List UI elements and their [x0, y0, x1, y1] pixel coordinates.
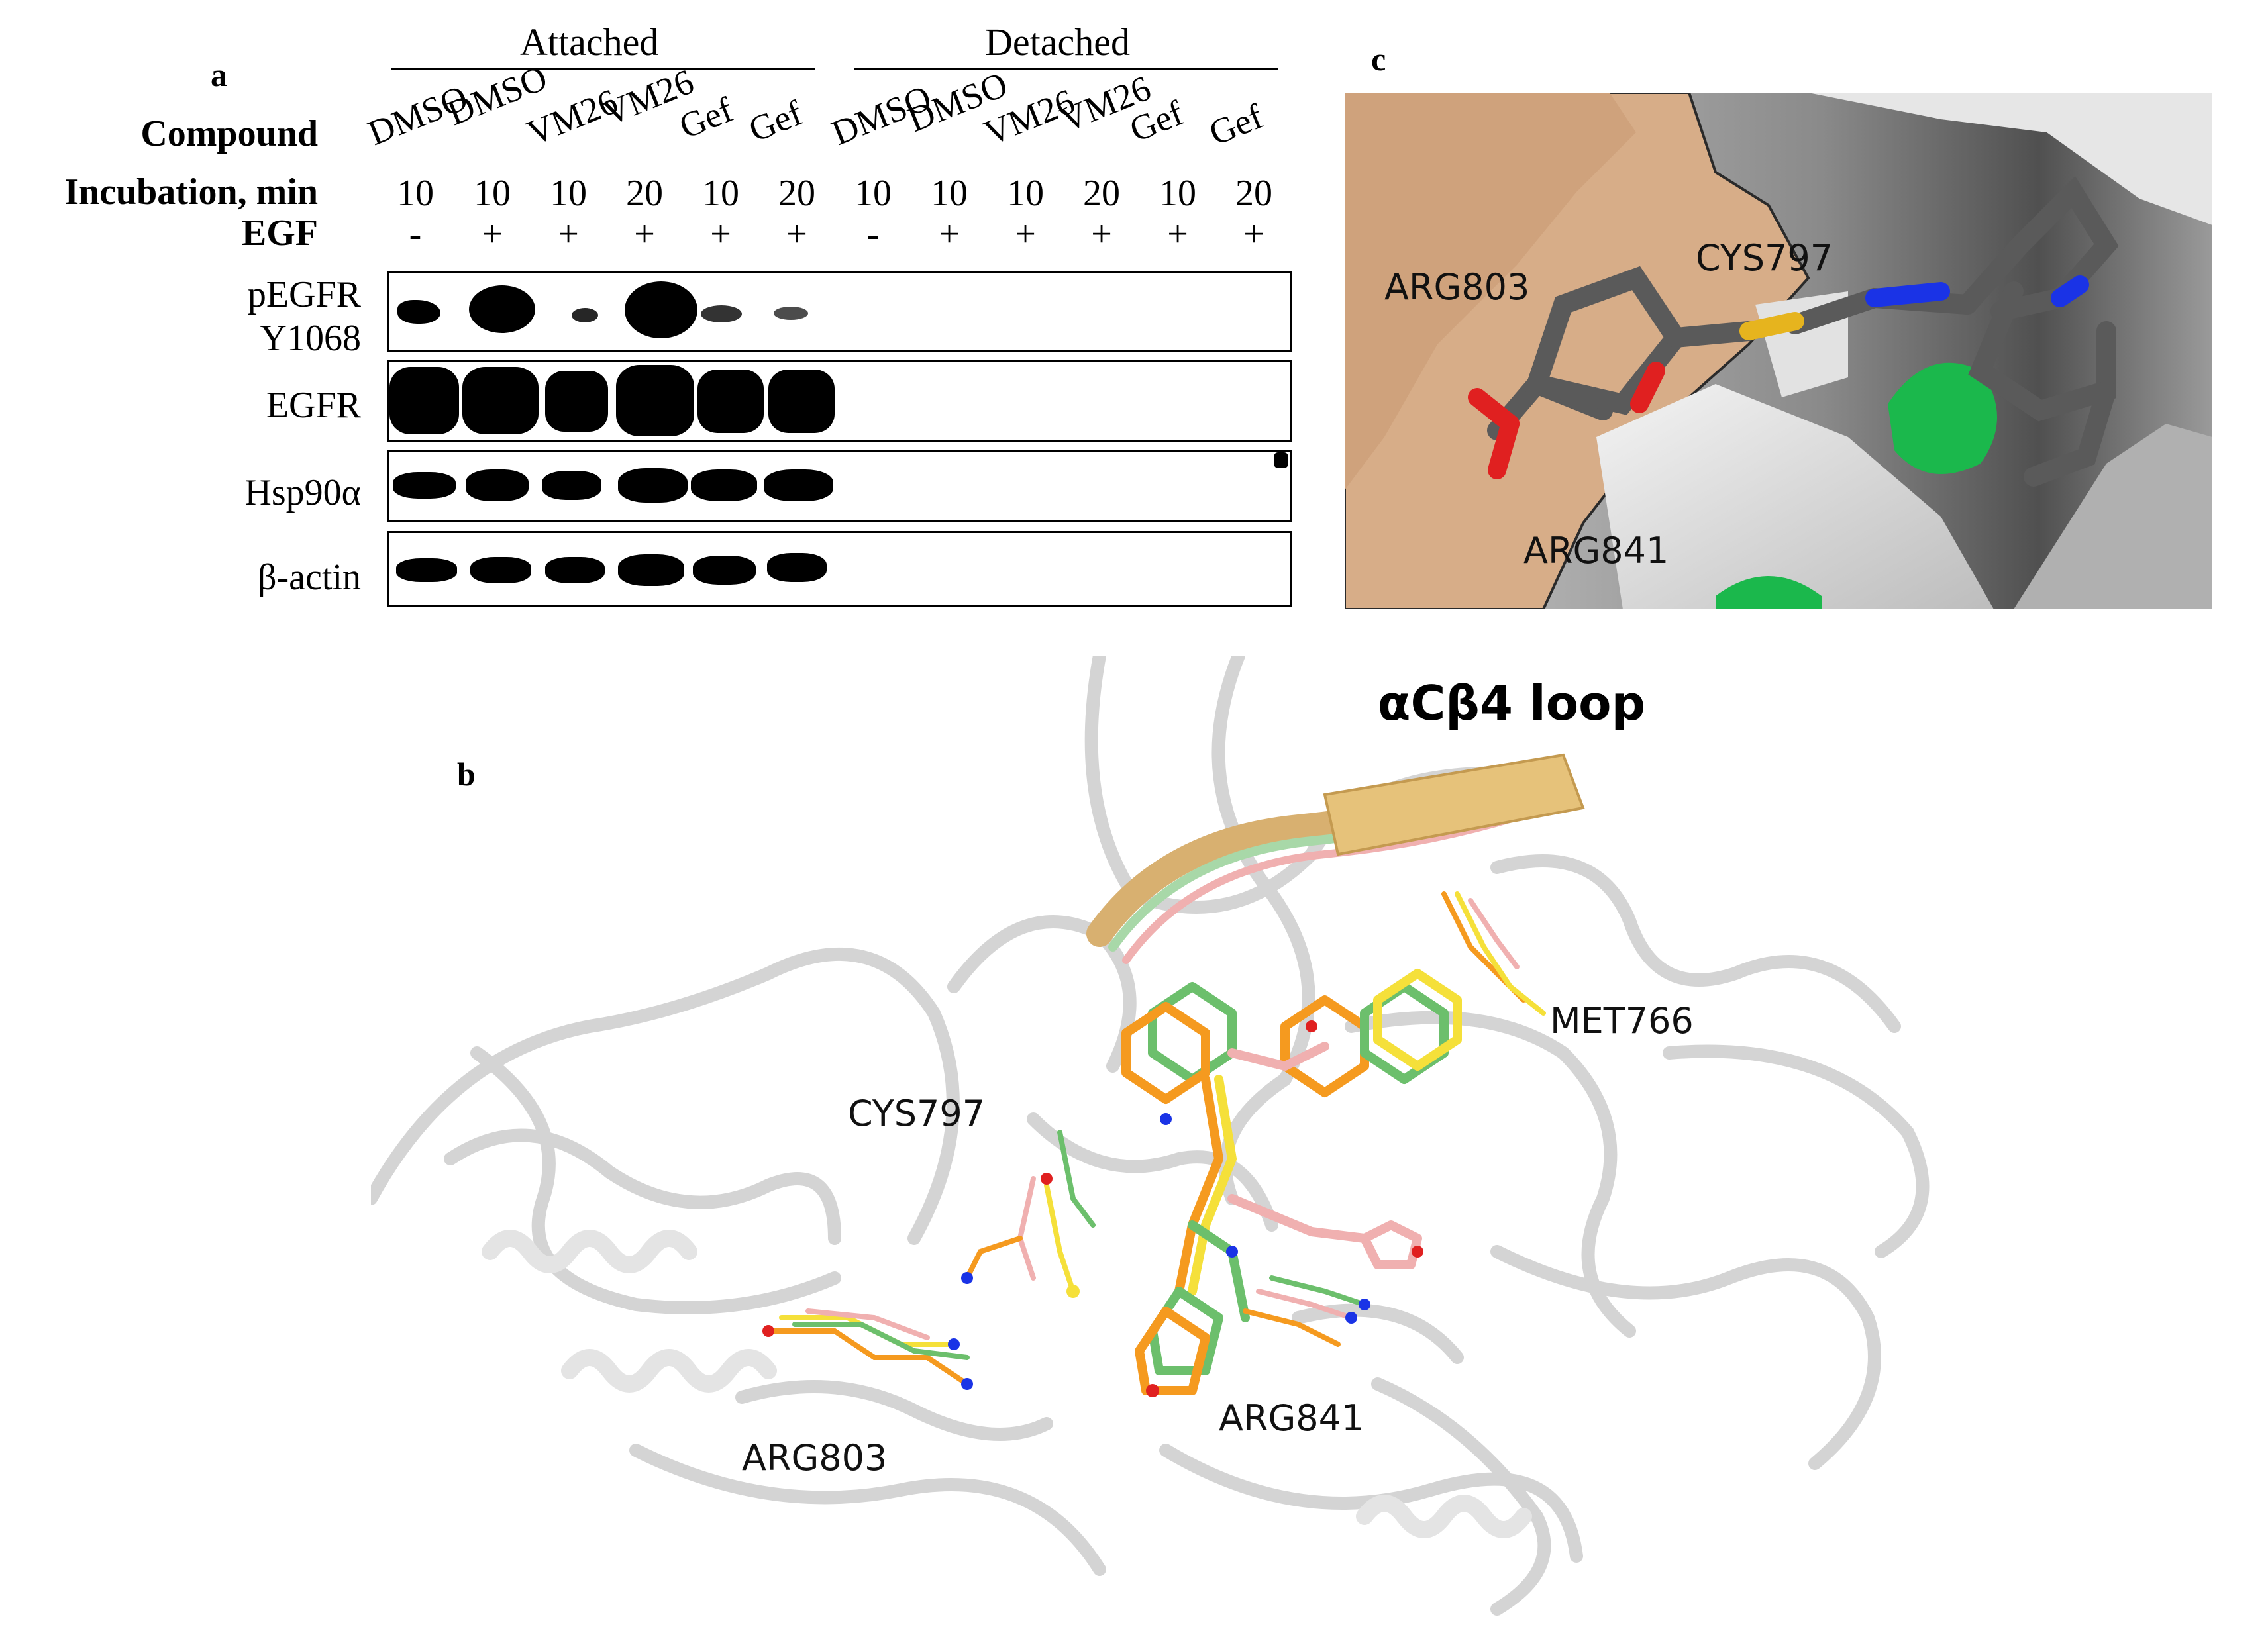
- incubation-value: 10: [854, 173, 892, 214]
- egf-row-label: EGF: [241, 213, 318, 254]
- egf-sign: -: [409, 214, 422, 255]
- egf-sign: +: [634, 214, 655, 255]
- incubation-value: 20: [778, 173, 815, 214]
- egf-sign: +: [1243, 214, 1264, 255]
- egf-sign: +: [939, 214, 960, 255]
- group-detached-label: Detached: [985, 21, 1130, 64]
- egf-sign: +: [558, 214, 579, 255]
- residue-label-arg841: ARG841: [1219, 1397, 1365, 1439]
- incubation-value: 20: [626, 173, 663, 214]
- group-attached-label: Attached: [520, 21, 659, 64]
- incubation-value: 10: [550, 173, 587, 214]
- ribbon-render: [364, 649, 1930, 1616]
- egf-sign: +: [482, 214, 503, 255]
- compound-row-label: Compound: [140, 113, 318, 154]
- incubation-value: 10: [397, 173, 434, 214]
- panel-c-letter: c: [1371, 40, 1386, 77]
- incubation-value: 20: [1083, 173, 1120, 214]
- surface-label-cys797: CYS797: [1696, 237, 1833, 279]
- egf-sign: +: [1167, 214, 1188, 255]
- blot-egfr: [387, 360, 1292, 442]
- incubation-row-label: Incubation, min: [64, 172, 318, 213]
- blot-label-pegfr: pEGFR Y1068: [247, 274, 361, 359]
- blot-hsp90: [387, 450, 1292, 522]
- egf-sign: +: [786, 214, 807, 255]
- surface-label-arg841: ARG841: [1523, 530, 1669, 571]
- compound-label: Gef: [743, 93, 808, 150]
- residue-label-arg803: ARG803: [742, 1437, 888, 1479]
- blot-actin: [387, 531, 1292, 607]
- loop-title: αCβ4 loop: [1378, 675, 1646, 731]
- incubation-value: 10: [1159, 173, 1196, 214]
- panel-b-structure: CYS797 MET766 ARG803 ARG841: [364, 649, 1961, 1616]
- group-attached-line: [391, 68, 815, 70]
- residue-label-cys797: CYS797: [848, 1093, 986, 1134]
- surface-render: [1345, 93, 2212, 609]
- incubation-value: 20: [1235, 173, 1272, 214]
- blot-pegfr: [387, 272, 1292, 352]
- egf-sign: +: [710, 214, 731, 255]
- incubation-value: 10: [931, 173, 968, 214]
- blot-label-actin: β-actin: [258, 557, 361, 598]
- panel-c-surface: ARG803 CYS797 ARG841: [1345, 93, 2212, 609]
- blot-label-egfr: EGFR: [266, 385, 361, 426]
- compound-label: Gef: [1204, 96, 1268, 154]
- incubation-value: 10: [474, 173, 511, 214]
- incubation-value: 10: [702, 173, 739, 214]
- blot-label-hsp90: Hsp90α: [244, 472, 361, 513]
- residue-label-met766: MET766: [1550, 1000, 1694, 1042]
- egf-sign: +: [1015, 214, 1036, 255]
- surface-label-arg803: ARG803: [1384, 266, 1530, 308]
- egf-sign: +: [1091, 214, 1112, 255]
- egf-sign: -: [866, 214, 880, 255]
- panel-b-letter: b: [457, 756, 476, 793]
- panel-a-letter: a: [211, 56, 227, 93]
- incubation-value: 10: [1007, 173, 1044, 214]
- group-detached-line: [854, 68, 1278, 70]
